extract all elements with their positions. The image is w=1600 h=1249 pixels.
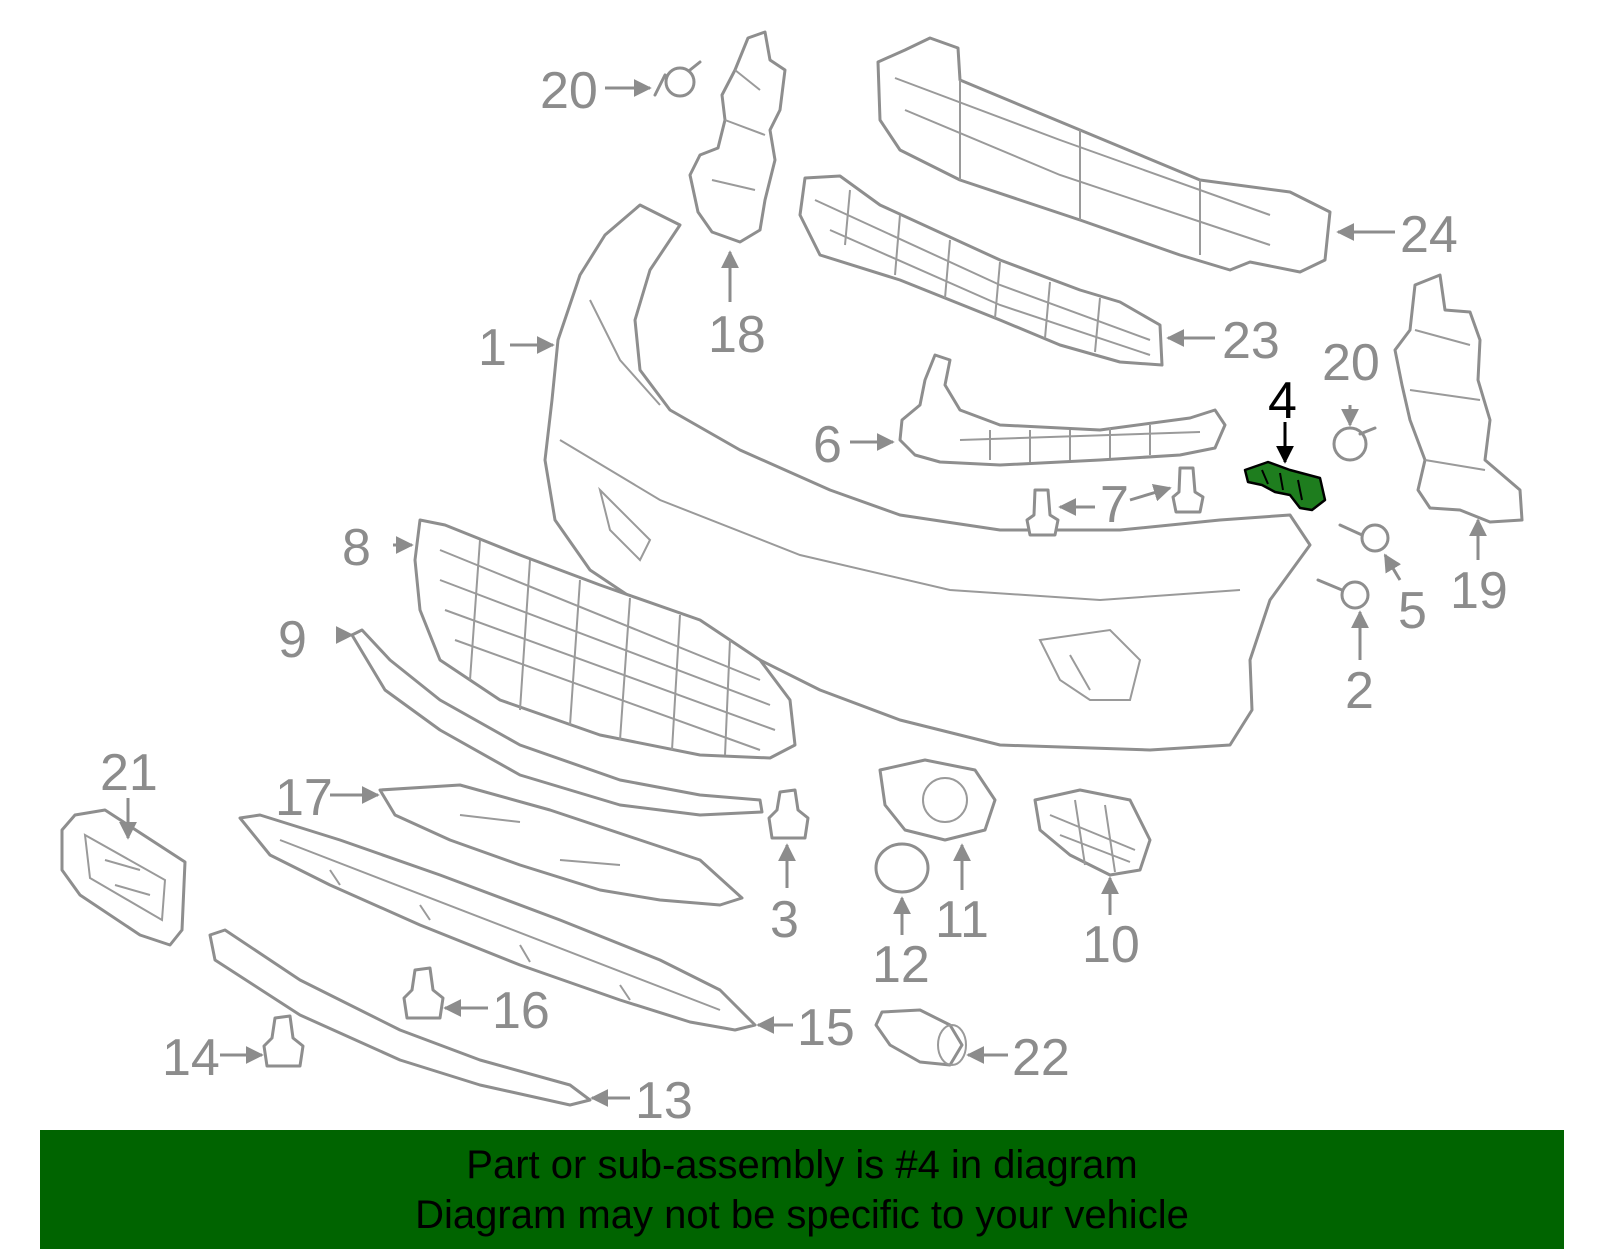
info-banner: Part or sub-assembly is #4 in diagram Di… — [40, 1130, 1564, 1249]
callout-20-right: 20 — [1322, 334, 1380, 392]
callout-17: 17 — [275, 769, 333, 827]
callout-13: 13 — [635, 1072, 693, 1130]
part-6-bracket — [898, 353, 1227, 467]
part-9-molding — [350, 628, 764, 817]
part-21-plate-bracket — [60, 808, 187, 947]
leader-arrows — [119, 79, 1487, 1107]
callout-2: 2 — [1345, 662, 1374, 720]
callout-22: 22 — [1012, 1029, 1070, 1087]
part-17-shield — [378, 783, 744, 907]
callout-21: 21 — [100, 744, 158, 802]
callout-7: 7 — [1100, 476, 1129, 534]
part-2-screw — [1316, 578, 1370, 610]
callout-11: 11 — [935, 891, 989, 949]
parts-diagram: 20 24 23 18 1 20 4 6 7 19 5 2 8 9 17 21 … — [60, 30, 1524, 1130]
callout-3: 3 — [770, 891, 799, 949]
callout-12: 12 — [872, 936, 930, 994]
callout-15: 15 — [797, 999, 855, 1057]
callout-1: 1 — [478, 319, 507, 377]
banner-line-part: Part or sub-assembly is #4 in diagram — [466, 1142, 1138, 1187]
part-10-grille-insert — [1033, 788, 1152, 877]
callout-14: 14 — [162, 1029, 220, 1087]
part-16-clip — [402, 966, 445, 1020]
callout-6: 6 — [813, 416, 842, 474]
part-4-highlighted — [1243, 460, 1327, 512]
part-23-absorber — [798, 174, 1164, 367]
part-7-bolt-left — [1025, 488, 1060, 537]
part-12-cap — [874, 842, 930, 894]
part-14-clip — [262, 1014, 305, 1068]
part-20-clip-right — [1332, 426, 1377, 462]
part-22-sensor — [874, 1008, 967, 1067]
part-5-screw — [1338, 523, 1390, 553]
callout-19: 19 — [1450, 562, 1508, 620]
part-24-reinforcement — [876, 36, 1332, 274]
fasteners — [262, 60, 1390, 1068]
callout-8: 8 — [342, 519, 371, 577]
part-3-clip — [767, 788, 810, 840]
part-19-bracket — [1393, 273, 1524, 524]
callout-24: 24 — [1400, 206, 1458, 264]
callout-18: 18 — [708, 306, 766, 364]
part-20-clip-top — [653, 60, 702, 98]
part-18-bracket — [688, 30, 787, 244]
part-1-bumper-face — [543, 203, 1312, 752]
part-7-bolt-right — [1171, 466, 1205, 514]
banner-line-disclaimer: Diagram may not be specific to your vehi… — [415, 1192, 1189, 1237]
callout-9: 9 — [278, 611, 307, 669]
callout-labels: 20 24 23 18 1 20 4 6 7 19 5 2 8 9 17 21 … — [100, 62, 1508, 1130]
callout-23: 23 — [1222, 312, 1280, 370]
part-13-lower-strip — [208, 928, 592, 1107]
callout-4: 4 — [1268, 372, 1297, 430]
part-8-lower-grille — [413, 518, 797, 760]
callout-5: 5 — [1398, 582, 1427, 640]
part-11-fog-bezel — [878, 758, 997, 842]
part-15-undercover — [238, 813, 757, 1032]
callout-16: 16 — [492, 982, 550, 1040]
callout-20-top: 20 — [540, 62, 598, 120]
callout-10: 10 — [1082, 916, 1140, 974]
